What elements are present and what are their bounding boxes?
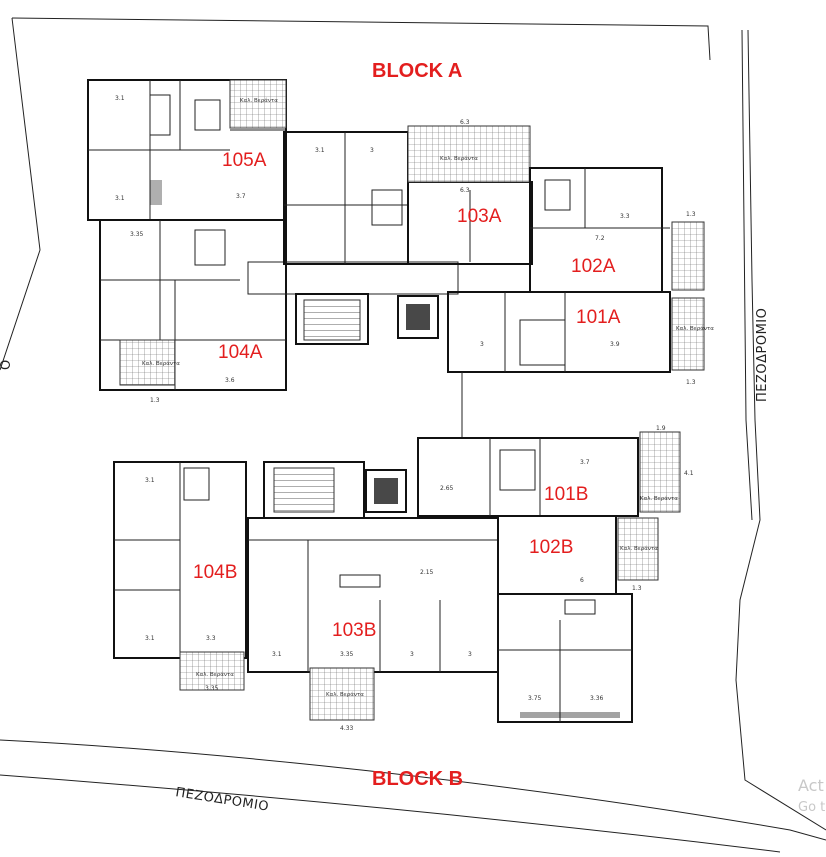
unit-labels: 105A 103A 102A 101A 104A 101B 102B 104B … [193,150,621,641]
dim-label: 3.1 [145,477,155,484]
unit-105a-outline [87,79,287,221]
unit-label-105a: 105A [222,150,267,171]
veranda-label: Καλ. Βεράντα [240,97,278,104]
unit-label-101a: 101A [576,307,621,328]
dim-label: 6 [580,577,584,584]
dim-label: 3 [370,147,374,154]
street-label-left: O [0,359,14,370]
activation-watermark-line2: Go t [798,800,826,815]
street-label-bottom: ΠΕΖΟΔΡΟΜΙΟ [174,785,270,815]
veranda-label: Καλ. Βεράντα [640,495,678,502]
dim-label: 3.1 [272,651,282,658]
dim-label: 3.35 [205,685,219,692]
unit-102b-outline [497,515,659,723]
veranda-label: Καλ. Βεράντα [440,155,478,162]
unit-102a-outline [529,167,705,293]
unit-104a-outline [99,219,287,391]
block-b-core [263,461,407,519]
dim-label: 3.1 [115,195,125,202]
dim-label: 3.9 [610,341,620,348]
dim-label: 3.7 [236,193,246,200]
unit-104b-outline [113,461,247,691]
block-a [87,79,705,391]
unit-label-104b: 104B [193,562,237,583]
dim-label: 2.15 [420,569,434,576]
street-label-right: ΠΕΖΟΔΡΟΜΙΟ [755,308,770,402]
block-a-title: BLOCK A [372,60,462,82]
block-b-title: BLOCK B [372,768,463,790]
block-a-core [247,261,459,345]
dim-label: 3.1 [315,147,325,154]
dim-label: 3.3 [206,635,216,642]
dim-label: 4.1 [684,470,694,477]
dim-label: 3.1 [145,635,155,642]
dim-label: 3.7 [580,459,590,466]
dim-label: 3.36 [590,695,604,702]
dim-label: 3 [480,341,484,348]
block-b [113,431,681,723]
dim-label: 2.65 [440,485,454,492]
dim-label: 3 [410,651,414,658]
site-boundary [0,17,826,853]
unit-label-103a: 103A [457,206,502,227]
dim-label: 6.3 [460,187,470,194]
unit-101b-outline [417,431,681,517]
unit-101a-outline [447,291,705,373]
dim-label: 3.6 [225,377,235,384]
dim-label: 7.2 [595,235,605,242]
activation-watermark-line1: Act [798,776,824,795]
veranda-tags: Καλ. Βεράντα Καλ. Βεράντα Καλ. Βεράντα Κ… [142,97,714,698]
unit-103b-outline [247,517,499,721]
dim-label: 3.35 [340,651,354,658]
unit-label-103b: 103B [332,620,376,641]
veranda-label: Καλ. Βεράντα [676,325,714,332]
veranda-label: Καλ. Βεράντα [620,545,658,552]
dim-label: 1.3 [686,211,696,218]
veranda-label: Καλ. Βεράντα [196,671,234,678]
dim-label: 3.75 [528,695,542,702]
dimension-annotations: 6.3 6.3 3.1 3.1 3.1 3 3.35 3.7 3.6 1.3 3… [115,95,696,732]
dim-label: 1.3 [150,397,160,404]
unit-label-104a: 104A [218,342,263,363]
unit-103a-outline [283,125,533,265]
veranda-label: Καλ. Βεράντα [326,691,364,698]
dim-label: 4.33 [340,725,354,732]
dim-label: 6.3 [460,119,470,126]
dim-label: 3.1 [115,95,125,102]
veranda-label: Καλ. Βεράντα [142,360,180,367]
dim-label: 1.3 [686,379,696,386]
dim-label: 3 [468,651,472,658]
dim-label: 1.9 [656,425,666,432]
unit-label-102a: 102A [571,256,616,277]
dim-label: 1.3 [632,585,642,592]
unit-label-101b: 101B [544,484,588,505]
dim-label: 3.35 [130,231,144,238]
unit-label-102b: 102B [529,537,573,558]
dim-label: 3.3 [620,213,630,220]
